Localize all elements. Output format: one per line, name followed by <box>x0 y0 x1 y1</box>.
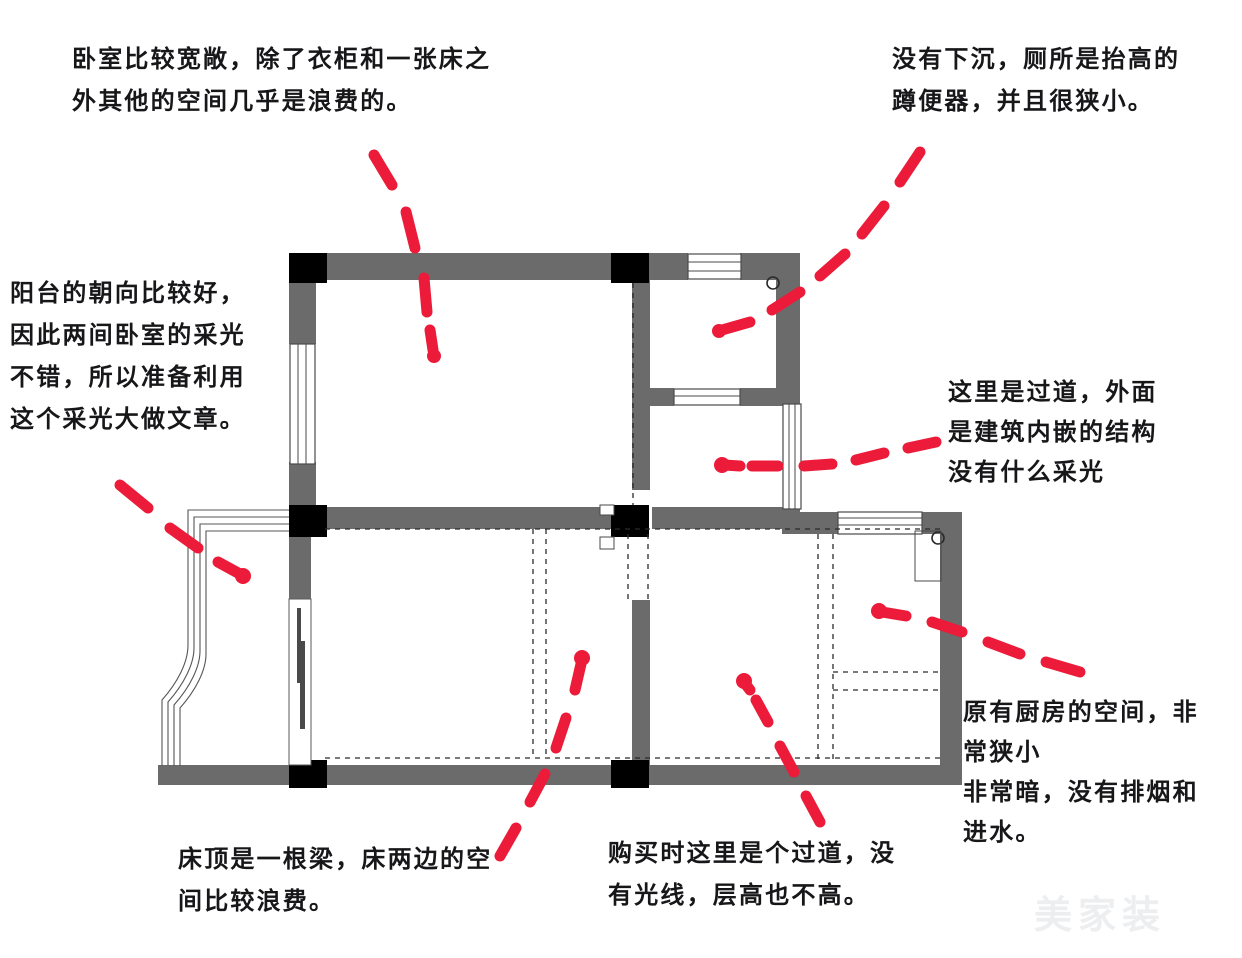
annotation-beam: 床顶是一根梁，床两边的空 间比较浪费。 <box>178 845 493 915</box>
arrow-beam <box>494 650 590 862</box>
arrow-hall <box>736 673 826 828</box>
dashed-layout-lines <box>325 283 945 762</box>
annotation-bedroom: 卧室比较宽敞，除了衣柜和一张床之 外其他的空间几乎是浪费的。 <box>72 45 492 115</box>
annotation-corridor: 这里是过道，外面 是建筑内嵌的结构 没有什么采光 <box>948 378 1158 486</box>
annotation-toilet: 没有下沉，厕所是抬高的 蹲便器，并且很狭小。 <box>892 45 1181 115</box>
arrow-bedroom <box>368 149 441 363</box>
annotation-balcony: 阳台的朝向比较好， 因此两间卧室的采光 不错，所以准备利用 这个采光大做文章。 <box>10 279 246 433</box>
column-group <box>289 253 649 788</box>
annotation-hall: 购买时这里是个过道，没 有光线，层高也不高。 <box>608 839 897 909</box>
watermark: 美家装 <box>1034 893 1167 937</box>
door-marker-group <box>766 276 945 582</box>
arrow-kitchen <box>871 603 1086 678</box>
annotation-arrow-group <box>114 146 1086 862</box>
arrow-balcony <box>114 479 251 584</box>
window-group <box>289 253 923 550</box>
arrow-toilet <box>712 146 926 338</box>
annotation-kitchen: 原有厨房的空间，非 常狭小 非常暗，没有排烟和 进水。 <box>963 698 1199 846</box>
arrow-corridor <box>714 436 942 473</box>
balcony-outline <box>161 509 289 766</box>
sliding-door-balcony <box>288 598 312 766</box>
